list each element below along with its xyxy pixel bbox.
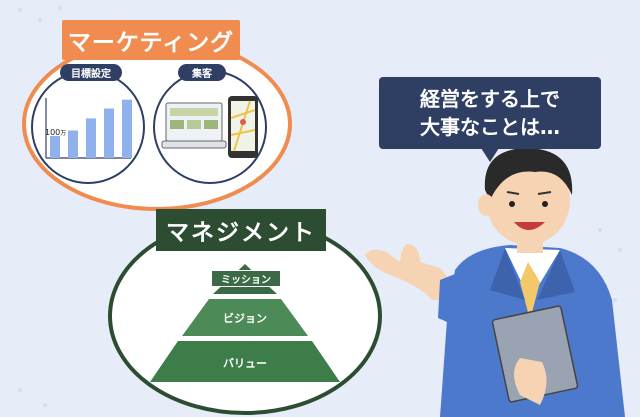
pyramid-label-mission: ミッション bbox=[211, 270, 281, 287]
goal-bar-3 bbox=[86, 118, 96, 158]
businessman-figure bbox=[365, 148, 625, 417]
goal-bar-2 bbox=[68, 130, 78, 158]
chart-value-label: 100万 bbox=[45, 128, 67, 137]
pyramid-vision-tier bbox=[182, 299, 308, 336]
pyramid-label-vision: ビジョン bbox=[223, 312, 267, 325]
goal-bar-1 bbox=[50, 136, 60, 158]
pyramid-value-tier bbox=[150, 341, 340, 382]
goal-bar-5 bbox=[122, 99, 132, 158]
speech-bubble: 経営をする上で 大事なことは… bbox=[379, 77, 601, 149]
smartphone-icon bbox=[228, 96, 258, 158]
goal-bar-chart bbox=[50, 99, 132, 158]
pyramid-label-value: バリュー bbox=[223, 357, 267, 370]
laptop-icon bbox=[161, 102, 227, 149]
background-dots bbox=[18, 6, 622, 407]
marketing-title: マーケティング bbox=[62, 20, 240, 60]
goal-setting-label: 目標設定 bbox=[60, 64, 122, 81]
speech-line-2: 大事なことは… bbox=[420, 115, 560, 139]
customer-acquisition-label: 集客 bbox=[178, 64, 226, 81]
goal-bar-4 bbox=[104, 108, 114, 158]
speech-line-1: 経営をする上で bbox=[420, 87, 560, 111]
management-title: マネジメント bbox=[156, 209, 326, 251]
speech-bubble-tail bbox=[481, 148, 499, 162]
